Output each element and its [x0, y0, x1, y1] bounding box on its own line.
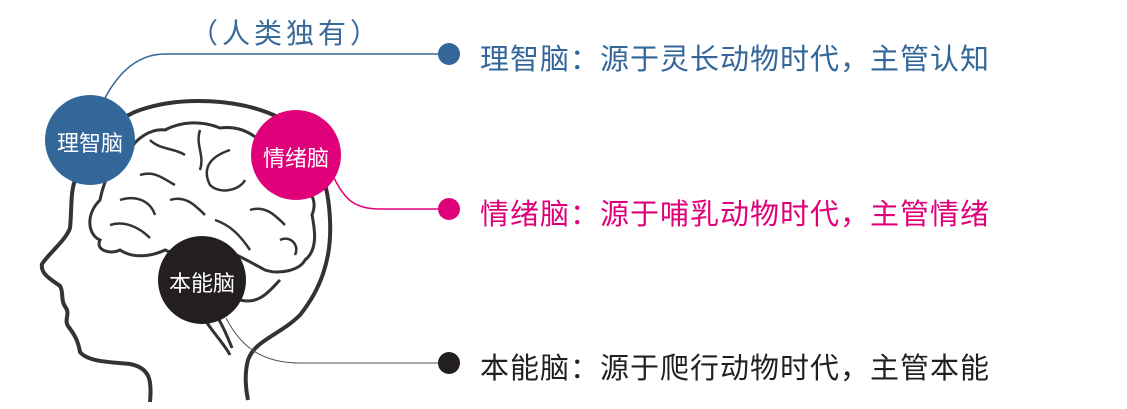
brain-outline: [88, 121, 317, 274]
connector-rational: [104, 53, 449, 99]
emotional-brain-label: 情绪脑: [262, 147, 329, 172]
rational-brain-label: 理智脑: [56, 132, 123, 157]
head-outline: [39, 99, 333, 403]
rational-brain-circle: [45, 95, 135, 185]
instinct-brain-label: 本能脑: [168, 272, 235, 297]
emotional-brain-description: 情绪脑：源于哺乳动物时代，主管情绪: [480, 197, 991, 231]
brain-folds: [109, 129, 298, 256]
connector-instinct: [225, 317, 449, 364]
emotional-brain-circle: [251, 110, 341, 200]
instinct-brain-description: 本能脑：源于爬行动物时代，主管本能: [480, 351, 991, 385]
emotional-dot: [438, 198, 460, 220]
instinct-brain-circle: [158, 236, 246, 324]
human-unique-note: （人类独有）: [190, 17, 383, 50]
instinct-dot: [438, 352, 460, 374]
rational-dot: [438, 43, 460, 65]
rational-brain-description: 理智脑：源于灵长动物时代，主管认知: [480, 42, 991, 76]
connector-emotional: [333, 177, 449, 210]
